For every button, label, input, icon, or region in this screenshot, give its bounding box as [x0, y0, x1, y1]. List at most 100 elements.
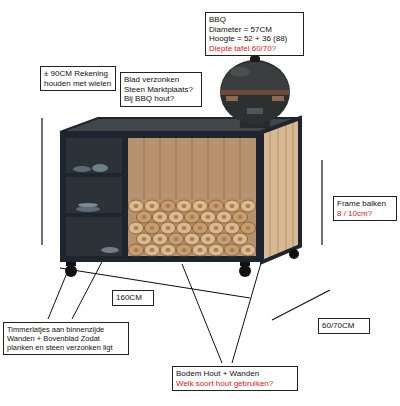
log — [201, 211, 216, 223]
question-text: Diepte tafel 60/70? — [209, 44, 300, 54]
dimension-box: 60/70CM — [318, 318, 370, 334]
note-text: Bodem Hout + Wanden — [176, 369, 294, 379]
log — [161, 244, 176, 256]
log-core — [214, 204, 219, 208]
log-core — [174, 215, 179, 219]
log-core — [246, 204, 251, 208]
log — [185, 211, 200, 223]
log — [233, 233, 248, 245]
log — [169, 211, 184, 223]
log-core — [142, 215, 147, 219]
frame-note: Frame balken8 / 10cm? — [333, 196, 397, 221]
log — [193, 200, 208, 212]
note-text: Frame balken — [337, 199, 393, 209]
note-text: 60/70CM — [322, 321, 366, 331]
log-core — [150, 204, 155, 208]
question-text: 8 / 10cm? — [337, 209, 393, 219]
log-core — [230, 204, 235, 208]
log-core — [182, 226, 187, 230]
log-core — [134, 226, 139, 230]
log-core — [166, 248, 171, 252]
bottom-note: Bodem Hout + WandenWelk soort hout gebru… — [172, 366, 298, 391]
log-core — [230, 248, 235, 252]
log-core — [158, 237, 163, 241]
log — [137, 233, 152, 245]
log-core — [214, 226, 219, 230]
log-core — [190, 215, 195, 219]
log — [217, 211, 232, 223]
bbq-note: BBQDiameter = 57CMHoogte = 52 + 36 (88)D… — [205, 12, 304, 56]
log — [129, 222, 144, 234]
question-text: Welk soort hout gebruiken? — [176, 379, 294, 389]
log — [177, 200, 192, 212]
log — [233, 211, 248, 223]
log-core — [174, 237, 179, 241]
log — [137, 211, 152, 223]
log-core — [182, 248, 187, 252]
log — [145, 200, 160, 212]
cabinet — [60, 118, 300, 277]
log — [161, 200, 176, 212]
log — [209, 244, 224, 256]
log-core — [150, 248, 155, 252]
log — [241, 200, 256, 212]
log — [185, 233, 200, 245]
note-text: Diameter = 57CM — [209, 25, 300, 35]
log-core — [222, 215, 227, 219]
log-core — [198, 248, 203, 252]
log-core — [166, 226, 171, 230]
log-core — [246, 248, 251, 252]
log-core — [142, 237, 147, 241]
log-core — [134, 204, 139, 208]
firewood — [129, 200, 256, 256]
log — [129, 244, 144, 256]
dimension-lines — [42, 118, 330, 320]
log-core — [206, 215, 211, 219]
log — [153, 233, 168, 245]
log — [129, 200, 144, 212]
log-core — [238, 215, 243, 219]
log — [225, 244, 240, 256]
log — [209, 200, 224, 212]
log — [241, 244, 256, 256]
log-core — [166, 204, 171, 208]
log-core — [158, 215, 163, 219]
log-core — [214, 248, 219, 252]
log — [153, 211, 168, 223]
log-core — [246, 226, 251, 230]
log-core — [222, 237, 227, 241]
log-core — [198, 226, 203, 230]
log — [217, 233, 232, 245]
log — [241, 222, 256, 234]
log-core — [182, 204, 187, 208]
kamado-bbq — [220, 56, 290, 128]
log-core — [238, 237, 243, 241]
log-core — [190, 237, 195, 241]
log — [177, 222, 192, 234]
note-text: Hoogte = 52 + 36 (88) — [209, 34, 300, 44]
log-core — [230, 226, 235, 230]
log-core — [206, 237, 211, 241]
log — [225, 222, 240, 234]
note-text: Blad verzonken Steen Marktplaats? Bij BB… — [124, 75, 198, 104]
note-text: 160CM — [116, 293, 150, 303]
log — [161, 222, 176, 234]
log-core — [134, 248, 139, 252]
dimension-box: 160CM — [112, 290, 154, 306]
log — [201, 233, 216, 245]
log-core — [198, 204, 203, 208]
log-core — [150, 226, 155, 230]
log — [145, 244, 160, 256]
log — [193, 244, 208, 256]
log — [177, 244, 192, 256]
note-text: Timmerlatjes aan binnenzijde Wanden + Bo… — [7, 325, 125, 352]
log — [225, 200, 240, 212]
log — [209, 222, 224, 234]
top-note: Blad verzonken Steen Marktplaats? Bij BB… — [120, 72, 202, 107]
log — [145, 222, 160, 234]
log — [169, 233, 184, 245]
note-text: BBQ — [209, 15, 300, 25]
battens-note: Timmerlatjes aan binnenzijde Wanden + Bo… — [3, 322, 129, 355]
log — [193, 222, 208, 234]
height-note: ± 90CM Rekening houden met wielen — [40, 66, 116, 91]
